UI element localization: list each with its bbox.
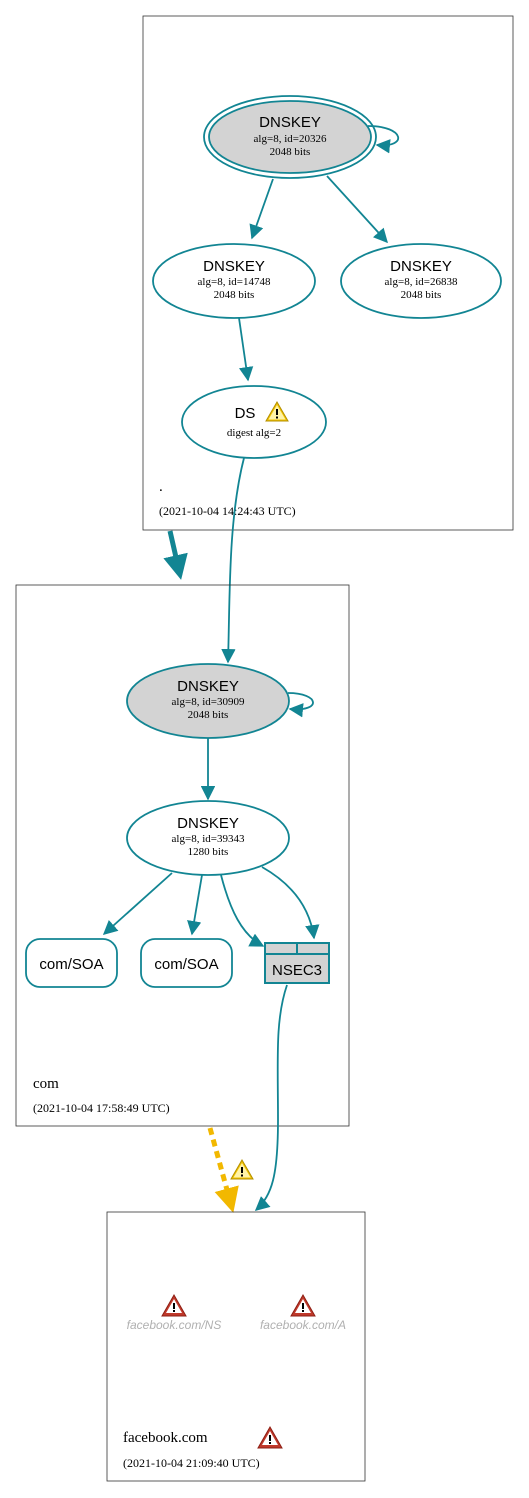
root-zsk2-node[interactable]: DNSKEY alg=8, id=26838 2048 bits — [340, 243, 502, 319]
com-zsk-bits: 1280 bits — [188, 846, 229, 858]
edge-nsec3-to-facebook — [254, 984, 288, 1211]
facebook-a-label: facebook.com/A — [260, 1318, 346, 1332]
edge-rootksk-to-zsk2 — [326, 175, 388, 244]
zone-root-timestamp: (2021-10-04 14:24:43 UTC) — [159, 504, 296, 518]
error-icon — [257, 1425, 283, 1449]
root-zsk1-alg: alg=8, id=14748 — [198, 276, 271, 288]
com-nsec3-label: NSEC3 — [272, 962, 322, 979]
delegation-root-to-com — [163, 530, 188, 580]
edge-zsk-to-nsec3-b — [261, 866, 320, 940]
zone-facebook-timestamp: (2021-10-04 21:09:40 UTC) — [123, 1456, 260, 1470]
zone-com: com (2021-10-04 17:58:49 UTC) — [15, 584, 350, 1127]
edge-zsk1-to-ds — [238, 317, 254, 382]
root-ksk-alg: alg=8, id=20326 — [254, 133, 327, 145]
com-ksk-self-edge — [287, 692, 314, 718]
com-zsk-alg: alg=8, id=39343 — [172, 833, 245, 845]
facebook-ns-node[interactable]: facebook.com/NS — [127, 1293, 222, 1332]
root-ds-node[interactable]: DS digest alg=2 — [181, 385, 327, 459]
edge-zsk-to-nsec3-a — [220, 874, 265, 947]
root-zsk2-bits: 2048 bits — [401, 289, 442, 301]
warning-icon — [265, 401, 289, 422]
com-ksk-alg: alg=8, id=30909 — [172, 696, 245, 708]
com-zsk-node[interactable]: DNSKEY alg=8, id=39343 1280 bits — [126, 800, 290, 876]
com-soa-label-1: com/SOA — [39, 956, 103, 973]
com-ksk-node[interactable]: DNSKEY alg=8, id=30909 2048 bits — [126, 663, 290, 739]
warning-icon — [230, 1159, 254, 1180]
com-soa-node-2[interactable]: com/SOA — [140, 938, 233, 988]
zone-root-name: . — [159, 479, 163, 495]
edge-ds-to-com-ksk — [221, 457, 245, 664]
com-zsk-title: DNSKEY — [177, 815, 239, 832]
root-ksk-self-edge — [367, 125, 399, 154]
zone-root-box — [142, 15, 514, 531]
zone-facebook: facebook.com (2021-10-04 21:09:40 UTC) — [106, 1211, 366, 1482]
root-zsk1-bits: 2048 bits — [214, 289, 255, 301]
com-soa-label-2: com/SOA — [154, 956, 218, 973]
error-icon — [161, 1293, 187, 1317]
zone-root: . (2021-10-04 14:24:43 UTC) — [142, 15, 514, 531]
root-zsk2-title: DNSKEY — [390, 258, 452, 275]
delegation-com-to-facebook — [207, 1127, 239, 1213]
zone-com-timestamp: (2021-10-04 17:58:49 UTC) — [33, 1101, 170, 1115]
root-ds-title: DS — [235, 405, 256, 422]
zone-com-box — [15, 584, 350, 1127]
com-soa-node-1[interactable]: com/SOA — [25, 938, 118, 988]
root-ksk-bits: 2048 bits — [270, 146, 311, 158]
facebook-a-node[interactable]: facebook.com/A — [260, 1293, 346, 1332]
root-zsk1-node[interactable]: DNSKEY alg=8, id=14748 2048 bits — [152, 243, 316, 319]
root-zsk2-alg: alg=8, id=26838 — [385, 276, 458, 288]
edge-rootksk-to-zsk1 — [249, 178, 274, 240]
com-nsec3-node[interactable]: NSEC3 — [264, 942, 330, 984]
root-zsk1-title: DNSKEY — [203, 258, 265, 275]
root-ksk-node[interactable]: DNSKEY alg=8, id=20326 2048 bits — [203, 95, 377, 179]
edge-zsk-to-soa1 — [102, 872, 173, 935]
zone-facebook-name: facebook.com — [123, 1430, 208, 1446]
com-ksk-bits: 2048 bits — [188, 709, 229, 721]
facebook-ns-label: facebook.com/NS — [127, 1318, 222, 1332]
zone-facebook-box — [106, 1211, 366, 1482]
error-icon — [290, 1293, 316, 1317]
zone-com-name: com — [33, 1076, 59, 1092]
com-ksk-title: DNSKEY — [177, 678, 239, 695]
root-ksk-title: DNSKEY — [259, 114, 321, 131]
root-ds-digest: digest alg=2 — [227, 427, 281, 439]
edge-zsk-to-soa2 — [187, 874, 203, 936]
